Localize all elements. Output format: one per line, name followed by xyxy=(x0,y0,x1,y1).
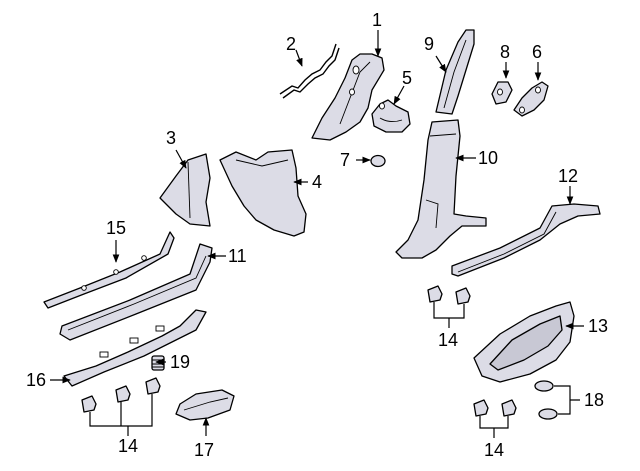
part-3-kick-panel xyxy=(159,153,211,227)
part-14-clips-left xyxy=(81,377,161,413)
part-17-cover xyxy=(175,389,235,421)
part-12-rear-scuff-plate xyxy=(451,203,601,277)
part-4-kick-panel xyxy=(219,149,307,237)
callout-2: 2 xyxy=(286,34,296,54)
part-10-b-pillar-trim xyxy=(395,119,487,259)
callout-14-mid: 14 xyxy=(438,330,458,350)
callout-14-right: 14 xyxy=(484,440,504,460)
part-9-upper-pillar-trim xyxy=(435,29,475,115)
callout-9: 9 xyxy=(424,34,434,54)
callout-8: 8 xyxy=(500,42,510,62)
callout-12: 12 xyxy=(558,166,578,186)
part-6-handle-cover xyxy=(513,81,549,117)
part-13-quarter-panel xyxy=(473,301,575,383)
callout-5: 5 xyxy=(402,68,412,88)
callout-19: 19 xyxy=(170,352,190,372)
callout-7: 7 xyxy=(340,150,350,170)
part-16-sill-bracket xyxy=(63,309,207,387)
part-19-spring xyxy=(151,355,165,371)
callout-16: 16 xyxy=(26,370,46,390)
callout-15: 15 xyxy=(106,218,126,238)
part-8-cap xyxy=(491,81,513,105)
part-1-pillar-trim xyxy=(311,53,385,141)
callout-1: 1 xyxy=(372,10,382,30)
callout-3: 3 xyxy=(166,128,176,148)
part-5-bracket xyxy=(371,99,411,133)
callout-11: 11 xyxy=(228,246,247,266)
callout-labels: 1 2 3 4 5 6 7 8 9 10 11 12 13 14 15 16 1… xyxy=(26,10,608,460)
callout-18: 18 xyxy=(584,390,604,410)
part-14-clips-right xyxy=(473,399,517,417)
callout-10: 10 xyxy=(478,148,498,168)
callout-17: 17 xyxy=(194,440,214,460)
callout-4: 4 xyxy=(312,172,322,192)
leader-lines xyxy=(50,30,584,438)
part-15-weatherstrip xyxy=(43,231,175,309)
part-14-clips-mid xyxy=(427,285,471,305)
part-11-scuff-plate xyxy=(59,243,213,341)
part-18-caps xyxy=(534,380,558,420)
part-2-wire xyxy=(279,43,340,99)
callout-13: 13 xyxy=(588,316,608,336)
part-7-plug xyxy=(370,154,386,168)
callout-6: 6 xyxy=(532,42,542,62)
callout-14-left: 14 xyxy=(118,436,138,456)
